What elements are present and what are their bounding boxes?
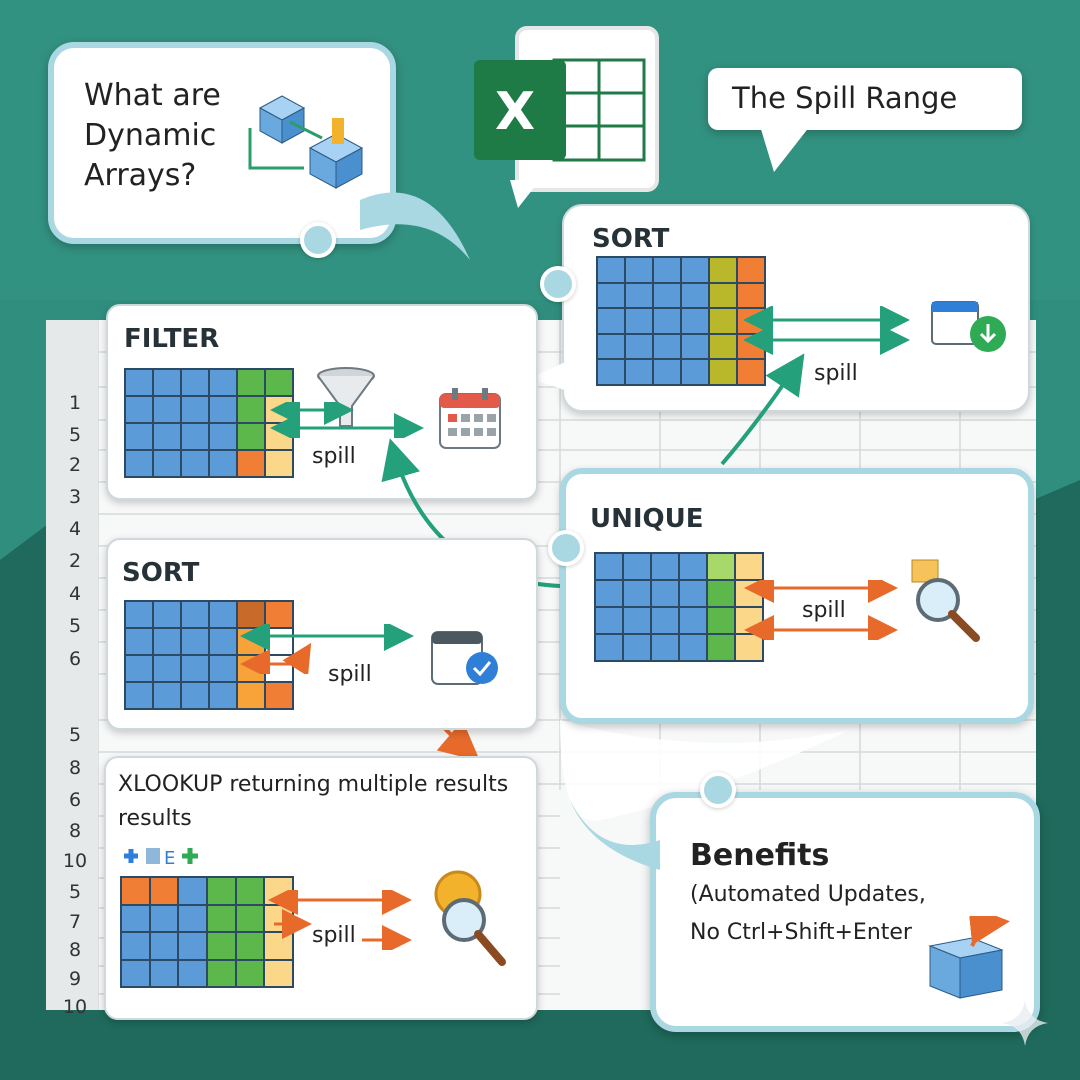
sort-left-title: SORT [122,558,200,588]
row-number: 10 [62,850,88,872]
row-number: 10 [62,996,88,1018]
connector-dot [300,222,336,258]
sort-left-spill-label: spill [328,662,372,687]
filter-card: FILTER spill [106,304,538,500]
coin-search-icon [434,870,506,966]
row-number: 9 [68,968,82,990]
sort-top-title: SORT [592,224,670,254]
unique-grid [594,552,764,662]
logo-tail [510,180,540,208]
unique-arrows [744,580,898,640]
row-number: 8 [68,820,82,842]
unique-spill-label: spill [802,598,846,623]
benefits-line1: (Automated Updates, [690,882,926,907]
filter-title: FILTER [124,324,220,354]
row-number: 6 [68,648,82,670]
sort-top-tail [530,360,570,392]
calendar-icon [439,388,501,449]
spill-range-tail [760,126,810,172]
row-number: 4 [68,518,82,540]
xlookup-arrows [268,890,412,950]
xlookup-spill-label: spill [312,923,356,948]
sort-top-arrows [744,306,910,355]
row-number: 8 [68,757,82,779]
excel-logo-letter: X [495,82,536,142]
row-number: 5 [68,881,82,903]
unique-title: UNIQUE [590,504,704,534]
benefits-tail [570,800,660,870]
row-number: 5 [68,724,82,746]
sparkle-icon [1002,1000,1048,1046]
filter-arrows [270,402,424,438]
sort-left-arrows [240,624,414,674]
sort-left-card: SORT spill [106,538,538,730]
spill-range-bubble: The Spill Range [708,68,1022,130]
xlookup-title-line1: XLOOKUP returning multiple results [118,772,509,797]
filter-spill-label: spill [312,444,356,469]
bubble-tail [360,192,470,260]
row-number: 5 [68,424,82,446]
search-icon [911,559,980,642]
row-number: 4 [68,583,82,605]
excel-grid-icon [474,58,646,162]
box-update-icon [928,916,1010,999]
connector-dot [700,772,736,808]
benefits-bubble: Benefits (Automated Updates, No Ctrl+Shi… [650,792,1040,1032]
spill-range-title: The Spill Range [732,81,958,115]
connector-dot [548,530,584,566]
row-number: 5 [68,615,82,637]
svg-text:E: E [164,848,175,869]
sort-top-spill-label: spill [814,361,858,386]
calendar-check-icon [431,631,498,685]
xlookup-title-line2: results [118,806,192,831]
dynamic-arrays-bubble: What are Dynamic Arrays? [48,42,396,244]
formula-icons: E [124,848,198,869]
row-number: 1 [68,392,82,414]
excel-logo: X [474,26,659,192]
filter-grid [124,368,294,478]
row-number: 7 [68,911,82,933]
dynamic-arrays-question: What are Dynamic Arrays? [84,78,221,193]
row-number: 3 [68,486,82,508]
row-number: 6 [68,789,82,811]
calendar-download-icon [931,301,1006,352]
unique-card: UNIQUE spill [560,468,1034,724]
benefits-title: Benefits [690,838,830,873]
row-number: 2 [68,454,82,476]
connector-dot [540,266,576,302]
row-number: 8 [68,939,82,961]
row-number: 2 [68,550,82,572]
xlookup-card: XLOOKUP returning multiple results resul… [104,756,538,1020]
array-cubes-icon [248,95,364,189]
benefits-line2: No Ctrl+Shift+Enter [690,920,912,945]
